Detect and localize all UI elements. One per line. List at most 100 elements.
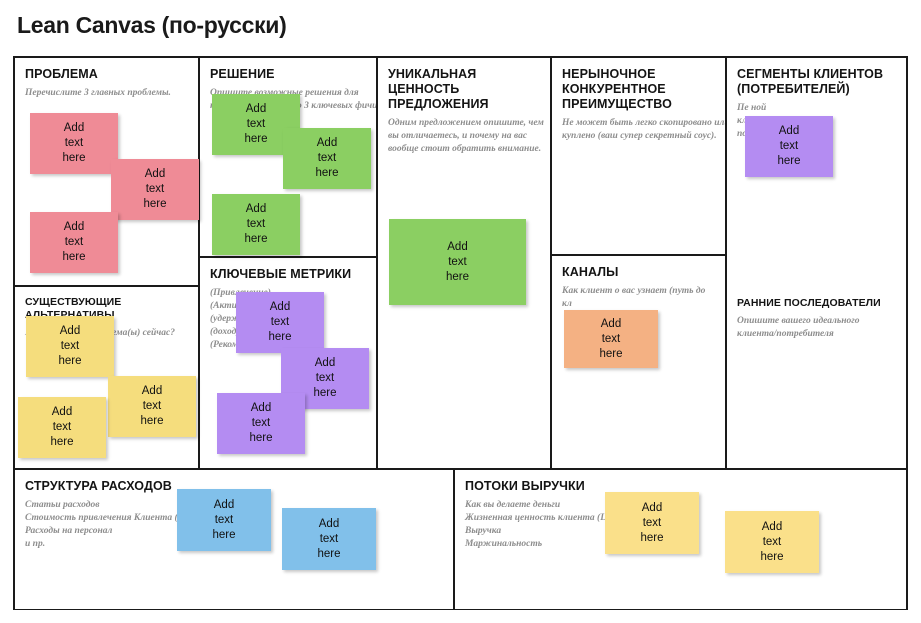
note-line-1: Add: [59, 325, 81, 337]
sticky-note-revenue-streams-1[interactable]: Add text here: [605, 492, 699, 554]
cell-unfair-advantage[interactable]: НЕРЫНОЧНОЕ КОНКУРЕНТНОЕ ПРЕИМУЩЕСТВО Не …: [552, 58, 727, 256]
page-title: Lean Canvas (по-русски): [17, 12, 287, 38]
sticky-note-customer-segments-1[interactable]: Add text here: [745, 116, 833, 177]
sticky-note-problem-1[interactable]: Add text here: [30, 113, 118, 174]
note-line-2: text: [142, 400, 162, 412]
note-line-1: Add: [245, 103, 267, 115]
cost-structure-title: СТРУКТУРА РАСХОДОВ: [25, 479, 172, 493]
note-line-3: here: [143, 198, 167, 210]
note-line-3: here: [313, 387, 337, 399]
note-line-3: here: [777, 155, 801, 167]
sticky-note-problem-2[interactable]: Add text here: [111, 159, 199, 220]
note-line-2: text: [64, 236, 84, 248]
revenue-streams-line-2: Жизненная ценность клиента (LTV): [465, 513, 622, 523]
note-line-3: here: [315, 167, 339, 179]
customer-segments-title-line-2: (ПОТРЕБИТЕЛЕЙ): [737, 82, 850, 96]
note-line-3: here: [62, 251, 86, 263]
note-line-2: text: [52, 421, 72, 433]
note-line-3: here: [58, 355, 82, 367]
channels-subtitle: Как клиент о вас узнает (путь до кл: [562, 285, 725, 311]
sticky-note-solution-3[interactable]: Add text here: [212, 194, 300, 255]
revenue-streams-line-3: Выручка: [465, 526, 502, 536]
note-line-1: Add: [641, 501, 663, 514]
uvp-subtitle-line-3: вообще стоит обратить внимание.: [388, 144, 542, 154]
unfair-advantage-title: НЕРЫНОЧНОЕ КОНКУРЕНТНОЕ ПРЕИМУЩЕСТВО: [562, 67, 725, 112]
note-line-2: text: [317, 152, 337, 164]
note-line-1: Add: [250, 402, 272, 414]
note-line-2: text: [64, 137, 84, 149]
problem-subtitle: Перечислите 3 главных проблемы.: [25, 88, 171, 98]
note-line-2: text: [642, 516, 662, 529]
note-line-1: Add: [141, 385, 163, 397]
customer-segments-title: СЕГМЕНТЫ КЛИЕНТОВ (ПОТРЕБИТЕЛЕЙ): [737, 67, 906, 97]
uvp-title-line-2: ПРЕДЛОЖЕНИЯ: [388, 97, 489, 111]
sticky-note-key-metrics-3[interactable]: Add text here: [217, 393, 305, 454]
customer-segments-subtitle: Пе ной кл по: [737, 102, 906, 141]
note-line-1: Add: [447, 240, 468, 253]
note-line-2: text: [270, 316, 290, 328]
note-line-3: here: [244, 133, 268, 145]
customer-segments-title-line-1: СЕГМЕНТЫ КЛИЕНТОВ: [737, 67, 884, 81]
problem-title: ПРОБЛЕМА: [25, 67, 98, 81]
sticky-note-alternatives-2[interactable]: Add text here: [108, 376, 196, 437]
channels-line-2: кл: [562, 299, 572, 309]
note-line-3: here: [62, 152, 86, 164]
sticky-note-alternatives-3[interactable]: Add text here: [18, 397, 106, 458]
note-line-3: here: [244, 233, 268, 245]
revenue-streams-title: ПОТОКИ ВЫРУЧКИ: [465, 479, 585, 493]
early-adopters-line-2: клиента/потребителя: [737, 329, 834, 339]
sticky-note-problem-3[interactable]: Add text here: [30, 212, 118, 273]
sticky-note-channels-1[interactable]: Add text here: [564, 310, 658, 368]
sticky-note-revenue-streams-2[interactable]: Add text here: [725, 511, 819, 573]
uvp-subtitle: Одним предложением опишите, чем вы отлич…: [388, 117, 550, 156]
customer-segments-line-3: по: [737, 129, 748, 139]
sticky-note-cost-structure-2[interactable]: Add text here: [282, 508, 376, 570]
note-line-3: here: [249, 432, 273, 444]
uvp-subtitle-line-2: вы отличаетесь, и почему на вас: [388, 131, 528, 141]
sticky-note-solution-2[interactable]: Add text here: [283, 128, 371, 189]
note-line-3: here: [317, 547, 341, 560]
channels-line-1: Как клиент о вас узнает (путь до: [562, 286, 706, 296]
note-line-1: Add: [51, 406, 73, 418]
channels-title: КАНАЛЫ: [562, 265, 619, 279]
note-line-3: here: [50, 436, 74, 448]
uvp-title: УНИКАЛЬНАЯ ЦЕННОСТЬ ПРЕДЛОЖЕНИЯ: [388, 67, 550, 112]
early-adopters-subtitle: Опишите вашего идеального клиента/потреб…: [737, 315, 906, 341]
note-line-1: Add: [318, 517, 340, 530]
note-line-3: here: [640, 531, 664, 544]
key-metrics-title: КЛЮЧЕВЫЕ МЕТРИКИ: [210, 267, 352, 281]
note-line-1: Add: [63, 221, 85, 233]
note-line-2: text: [448, 255, 467, 268]
note-line-3: here: [760, 550, 784, 563]
revenue-streams-line-1: Как вы делаете деньги: [465, 500, 561, 510]
key-metrics-line-4: (доход): [210, 327, 240, 337]
note-line-2: text: [779, 140, 799, 152]
note-line-3: here: [212, 528, 236, 541]
cost-structure-subtitle: Статьи расходов Стоимость привлечения Кл…: [25, 499, 453, 551]
note-line-2: text: [214, 513, 234, 526]
note-line-1: Add: [213, 498, 235, 511]
cost-structure-line-2: Стоимость привлечения Клиента (САС: [25, 513, 197, 523]
note-line-2: text: [246, 218, 266, 230]
sticky-note-key-metrics-2[interactable]: Add text here: [281, 348, 369, 409]
sticky-note-key-metrics-1[interactable]: Add text here: [236, 292, 324, 353]
note-line-2: text: [246, 118, 266, 130]
cell-early-adopters[interactable]: РАННИЕ ПОСЛЕДОВАТЕЛИ Опишите вашего идеа…: [727, 286, 906, 468]
sticky-note-uvp-1[interactable]: Add text here: [389, 219, 526, 305]
note-line-2: text: [762, 535, 782, 548]
sticky-note-cost-structure-1[interactable]: Add text here: [177, 489, 271, 551]
note-line-2: text: [601, 332, 621, 345]
note-line-1: Add: [269, 301, 291, 313]
sticky-note-alternatives-1[interactable]: Add text here: [26, 316, 114, 377]
note-line-2: text: [145, 183, 165, 195]
unfair-advantage-line-1: Не может быть легко скопировано или: [562, 118, 727, 128]
note-line-1: Add: [600, 317, 622, 330]
cost-structure-line-3: Расходы на персонал: [25, 526, 113, 536]
note-line-2: text: [319, 532, 339, 545]
note-line-3: here: [445, 270, 470, 283]
unfair-advantage-line-2: куплено (ваш супер секретный соус).: [562, 131, 717, 141]
early-adopters-title: РАННИЕ ПОСЛЕДОВАТЕЛИ: [737, 297, 881, 309]
note-line-2: text: [251, 417, 271, 429]
note-line-2: text: [315, 372, 335, 384]
